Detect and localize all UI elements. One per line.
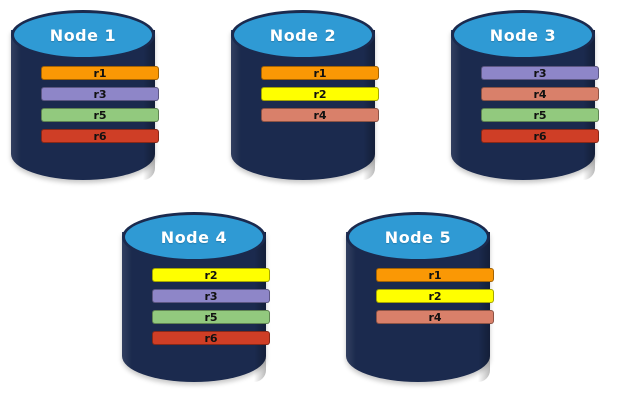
replica-bar[interactable]: r1 [376, 268, 494, 282]
replica-label: r4 [313, 108, 327, 122]
replica-label: r6 [204, 331, 218, 345]
replica-label: r3 [533, 66, 547, 80]
cylinder-top-icon: Node 3 [451, 10, 595, 60]
node-title: Node 5 [384, 227, 452, 247]
replica-label: r1 [428, 268, 442, 282]
replica-bar[interactable]: r2 [152, 268, 270, 282]
replica-bar[interactable]: r6 [41, 129, 159, 143]
replica-label: r4 [428, 310, 442, 324]
replica-label: r1 [313, 66, 327, 80]
replica-list: r3 r4 r5 r6 [481, 66, 599, 143]
replica-bar[interactable]: r1 [41, 66, 159, 80]
replica-bar[interactable]: r6 [152, 331, 270, 345]
replica-label: r6 [93, 129, 107, 143]
replica-label: r5 [533, 108, 547, 122]
database-node-2[interactable]: Node 2 r1 r2 r4 [231, 8, 379, 188]
replica-list: r1 r2 r4 [261, 66, 379, 122]
database-node-3[interactable]: Node 3 r3 r4 r5 r6 [451, 8, 599, 188]
replica-bar[interactable]: r5 [481, 108, 599, 122]
replica-label: r6 [533, 129, 547, 143]
replica-list: r1 r2 r4 [376, 268, 494, 324]
cylinder-top-icon: Node 5 [346, 212, 490, 262]
replica-bar[interactable]: r5 [41, 108, 159, 122]
replica-bar[interactable]: r4 [376, 310, 494, 324]
replica-bar[interactable]: r2 [376, 289, 494, 303]
replica-list: r1 r3 r5 r6 [41, 66, 159, 143]
replica-label: r2 [313, 87, 327, 101]
replica-bar[interactable]: r4 [261, 108, 379, 122]
replica-label: r3 [93, 87, 107, 101]
replica-label: r5 [93, 108, 107, 122]
replica-label: r2 [428, 289, 442, 303]
replica-bar[interactable]: r4 [481, 87, 599, 101]
node-title: Node 1 [49, 25, 117, 45]
replica-label: r4 [533, 87, 547, 101]
database-node-4[interactable]: Node 4 r2 r3 r5 r6 [122, 210, 270, 390]
node-title: Node 4 [160, 227, 228, 247]
replica-bar[interactable]: r3 [481, 66, 599, 80]
replica-bar[interactable]: r5 [152, 310, 270, 324]
replica-bar[interactable]: r3 [41, 87, 159, 101]
replica-label: r3 [204, 289, 218, 303]
node-title: Node 2 [269, 25, 337, 45]
replica-bar[interactable]: r1 [261, 66, 379, 80]
replica-label: r5 [204, 310, 218, 324]
replica-label: r2 [204, 268, 218, 282]
node-title: Node 3 [489, 25, 557, 45]
database-node-5[interactable]: Node 5 r1 r2 r4 [346, 210, 494, 390]
replica-bar[interactable]: r3 [152, 289, 270, 303]
database-node-1[interactable]: Node 1 r1 r3 r5 r6 [11, 8, 159, 188]
replica-list: r2 r3 r5 r6 [152, 268, 270, 345]
replica-bar[interactable]: r6 [481, 129, 599, 143]
cylinder-top-icon: Node 4 [122, 212, 266, 262]
replica-label: r1 [93, 66, 107, 80]
replica-bar[interactable]: r2 [261, 87, 379, 101]
cylinder-top-icon: Node 1 [11, 10, 155, 60]
cylinder-top-icon: Node 2 [231, 10, 375, 60]
